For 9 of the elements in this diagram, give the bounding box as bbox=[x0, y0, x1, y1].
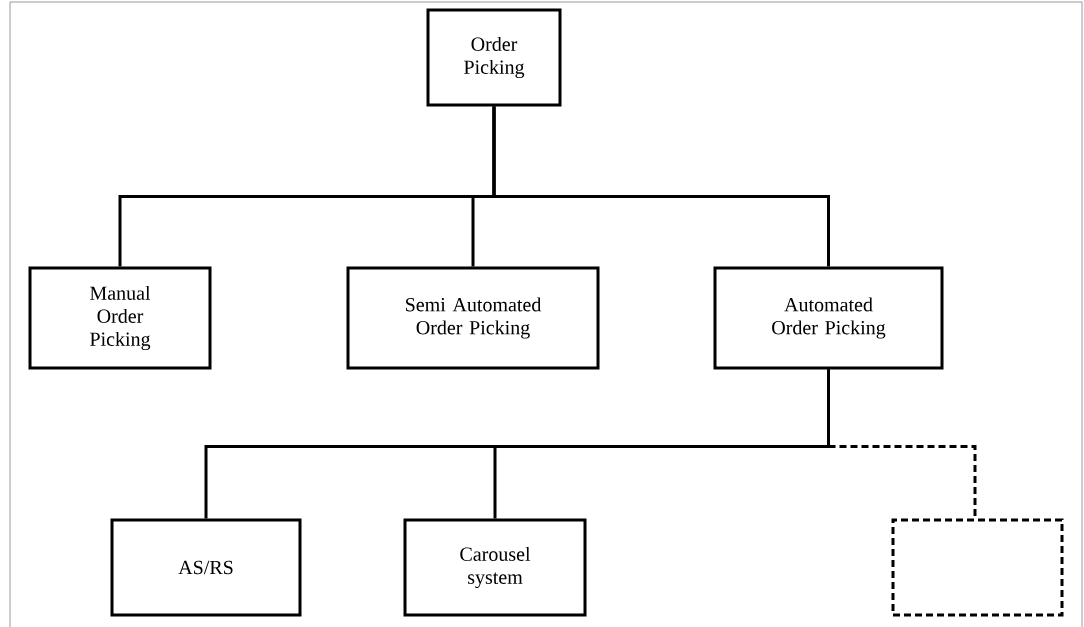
process-box: AS/RS bbox=[110, 518, 302, 617]
process-box: Order Picking bbox=[426, 8, 562, 107]
process-box: Automated Order Picking bbox=[713, 266, 944, 370]
process-box: Manual Order Picking bbox=[28, 266, 212, 370]
empty-box bbox=[891, 518, 1064, 617]
connector-line bbox=[827, 369, 977, 518]
connector-line bbox=[492, 106, 830, 267]
process-box: Semi Automated Order Picking bbox=[346, 266, 600, 370]
process-box: Carousel system bbox=[403, 518, 587, 617]
